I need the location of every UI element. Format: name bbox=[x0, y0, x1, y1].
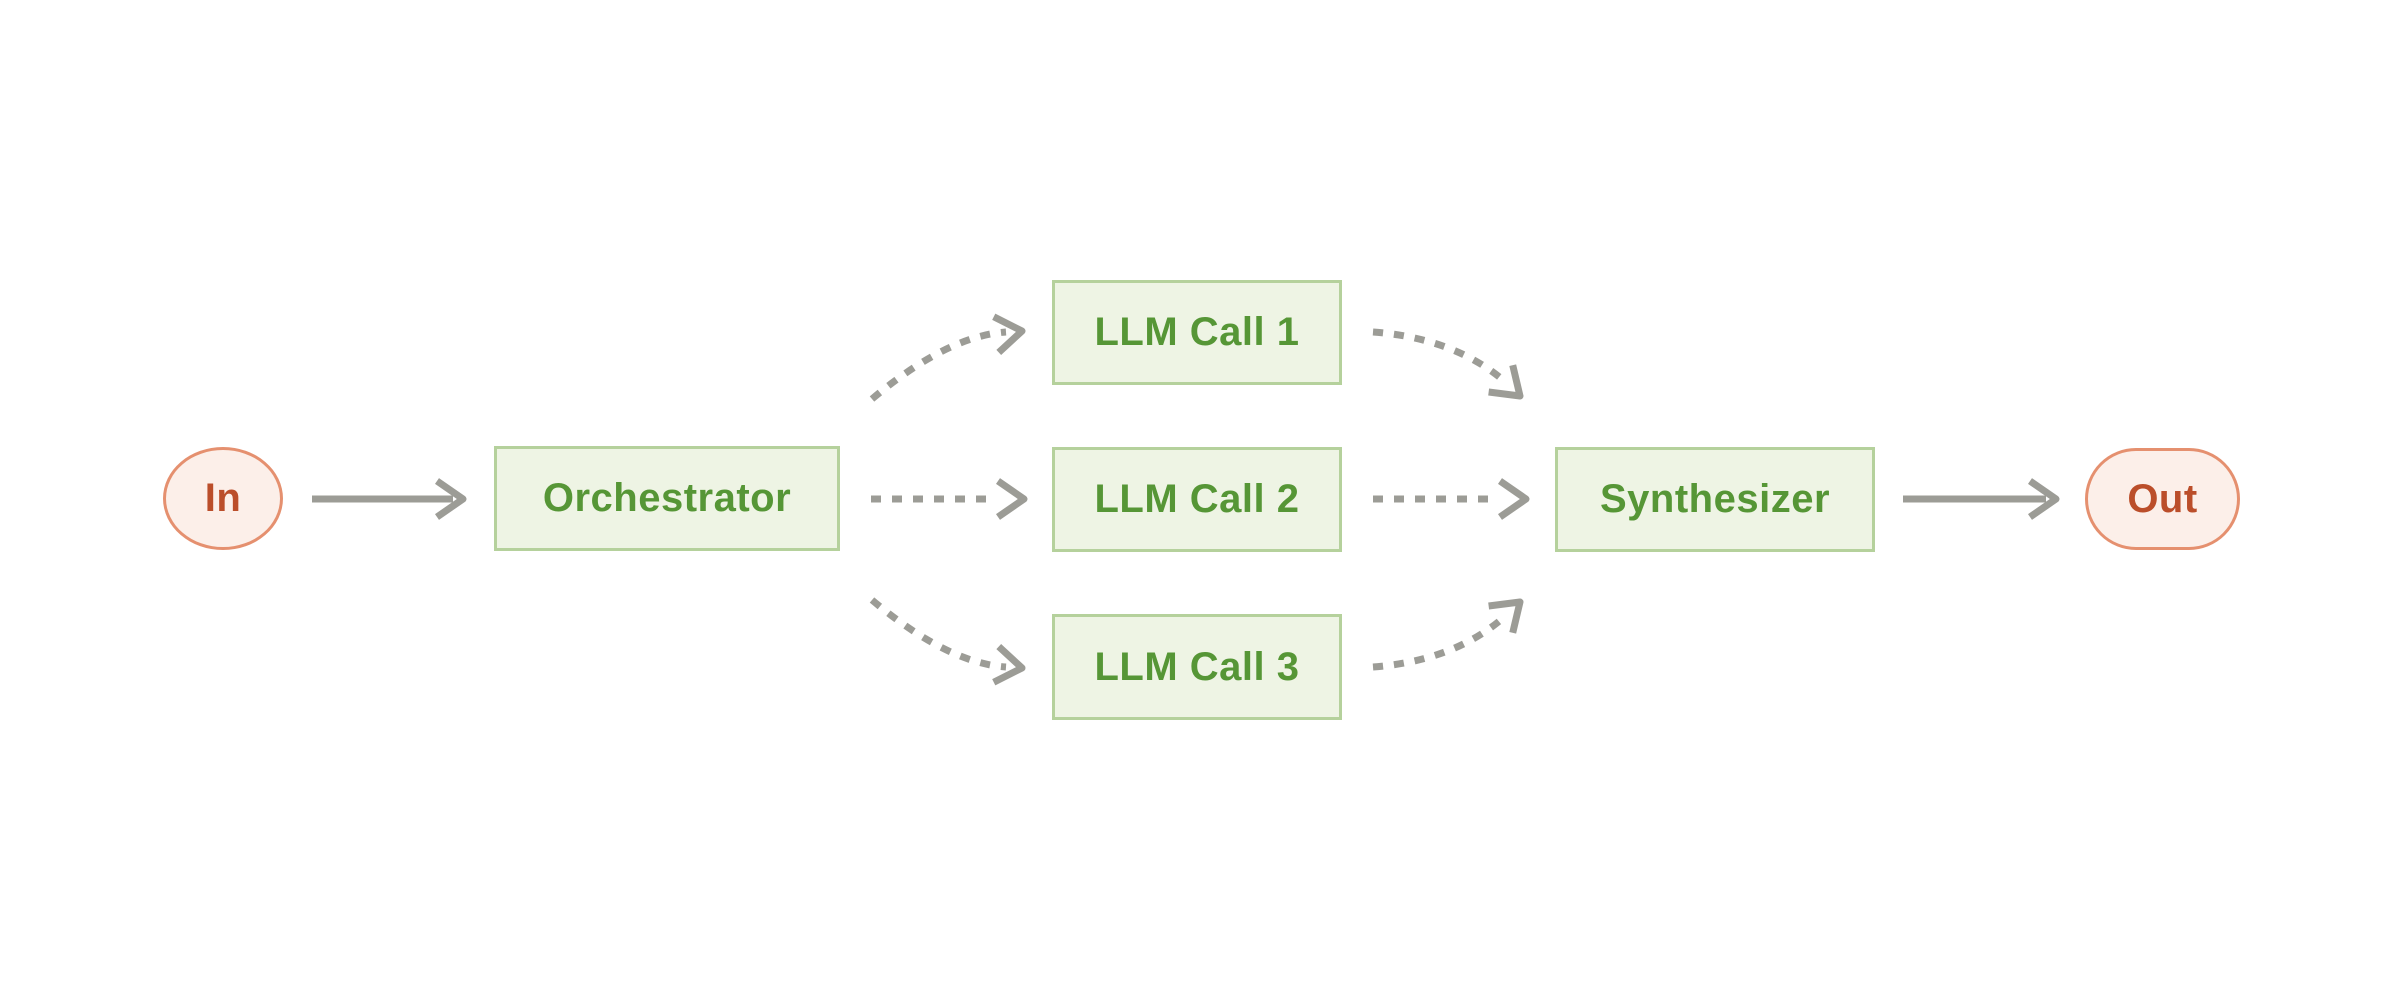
node-out: Out bbox=[2085, 448, 2240, 550]
edge-llm-call-2-synthesizer-arrowhead-icon bbox=[1498, 478, 1530, 520]
edge-synthesizer-out-arrowhead-icon bbox=[2028, 478, 2060, 520]
edge-llm-call-1-synthesizer-arrowhead-icon bbox=[1488, 364, 1524, 400]
node-orchestrator-label: Orchestrator bbox=[542, 476, 792, 520]
edge-llm-call-1-synthesizer bbox=[1372, 328, 1524, 400]
node-llm-call-1: LLM Call 1 bbox=[1052, 280, 1342, 385]
edge-llm-call-1-synthesizer-line bbox=[1372, 328, 1506, 383]
node-in: In bbox=[163, 447, 283, 550]
edge-orchestrator-llm-call-2-arrowhead-icon bbox=[996, 478, 1028, 520]
edge-in-orchestrator bbox=[312, 478, 467, 520]
node-llm-call-3: LLM Call 3 bbox=[1052, 614, 1342, 720]
edge-orchestrator-llm-call-1 bbox=[869, 313, 1026, 402]
edge-in-orchestrator-arrowhead-icon bbox=[435, 478, 467, 520]
edge-orchestrator-llm-call-3 bbox=[869, 597, 1026, 686]
node-orchestrator: Orchestrator bbox=[494, 446, 840, 551]
edge-synthesizer-out bbox=[1903, 478, 2060, 520]
node-out-label: Out bbox=[2127, 476, 2198, 521]
node-llm-call-2-label: LLM Call 2 bbox=[1094, 477, 1300, 521]
node-llm-call-1-label: LLM Call 1 bbox=[1094, 310, 1300, 354]
edge-llm-call-3-synthesizer bbox=[1372, 598, 1524, 671]
node-synthesizer: Synthesizer bbox=[1555, 447, 1875, 552]
edge-orchestrator-llm-call-1-arrowhead-icon bbox=[992, 313, 1026, 356]
edge-orchestrator-llm-call-3-line bbox=[869, 597, 1007, 671]
node-llm-call-2: LLM Call 2 bbox=[1052, 447, 1342, 552]
node-in-label: In bbox=[204, 476, 242, 520]
node-synthesizer-label: Synthesizer bbox=[1599, 477, 1831, 521]
edge-llm-call-3-synthesizer-arrowhead-icon bbox=[1488, 598, 1524, 634]
node-llm-call-3-label: LLM Call 3 bbox=[1094, 644, 1300, 689]
edge-llm-call-3-synthesizer-line bbox=[1372, 615, 1506, 671]
edge-llm-call-2-synthesizer bbox=[1373, 478, 1530, 520]
edge-orchestrator-llm-call-2 bbox=[871, 478, 1028, 520]
edge-orchestrator-llm-call-3-arrowhead-icon bbox=[992, 643, 1026, 686]
edge-orchestrator-llm-call-1-line bbox=[869, 328, 1007, 402]
